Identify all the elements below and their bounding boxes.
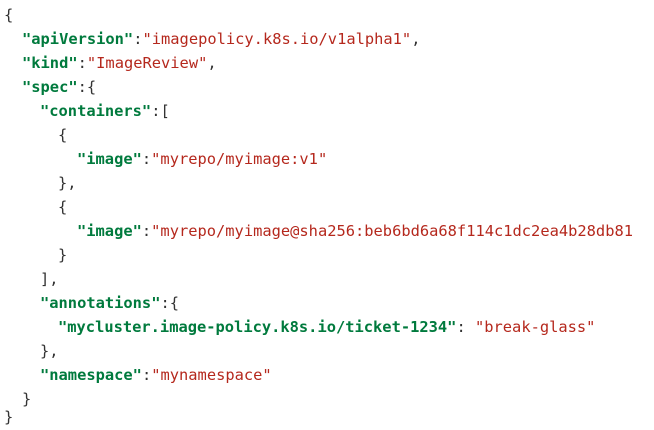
image2-value: "myrepo/myimage@sha256:beb6bd6a68f114c1d… [151,222,633,240]
container2-open-line: { [58,198,68,216]
apiversion-key: "apiVersion" [22,30,134,48]
namespace-key: "namespace" [40,366,142,384]
annotations-key: "annotations" [40,294,161,312]
kind-value: "ImageReview" [86,54,208,72]
annotation-key: "mycluster.image-policy.k8s.io/ticket-12… [58,318,457,336]
namespace-value: "mynamespace" [151,366,272,384]
apiversion-line: "apiVersion":"imagepolicy.k8s.io/v1alpha… [22,30,421,48]
apiversion-value: "imagepolicy.k8s.io/v1alpha1" [142,30,412,48]
annotations-line: "annotations":{ [40,294,180,312]
close-brace-line: } [4,408,14,426]
spec-close-line: } [22,390,32,408]
image2-line: "image":"myrepo/myimage@sha256:beb6bd6a6… [77,222,633,240]
annotation-value: "break-glass" [474,318,596,336]
containers-key: "containers" [40,102,152,120]
containers-line: "containers":[ [40,102,170,120]
annotation-entry-line: "mycluster.image-policy.k8s.io/ticket-12… [58,318,596,336]
containers-close-line: ], [40,270,59,288]
image2-key: "image" [77,222,142,240]
open-brace-line: { [4,6,14,24]
spec-key: "spec" [22,78,78,96]
container1-open-line: { [58,126,68,144]
image1-value: "myrepo/myimage:v1" [151,150,328,168]
spec-line: "spec":{ [22,78,97,96]
container2-close-line: } [58,246,68,264]
namespace-line: "namespace":"mynamespace" [40,366,272,384]
image1-line: "image":"myrepo/myimage:v1" [77,150,328,168]
container1-close-line: }, [58,174,77,192]
annotations-close-line: }, [40,342,59,360]
kind-line: "kind":"ImageReview", [22,54,217,72]
kind-key: "kind" [22,54,78,72]
image1-key: "image" [77,150,142,168]
